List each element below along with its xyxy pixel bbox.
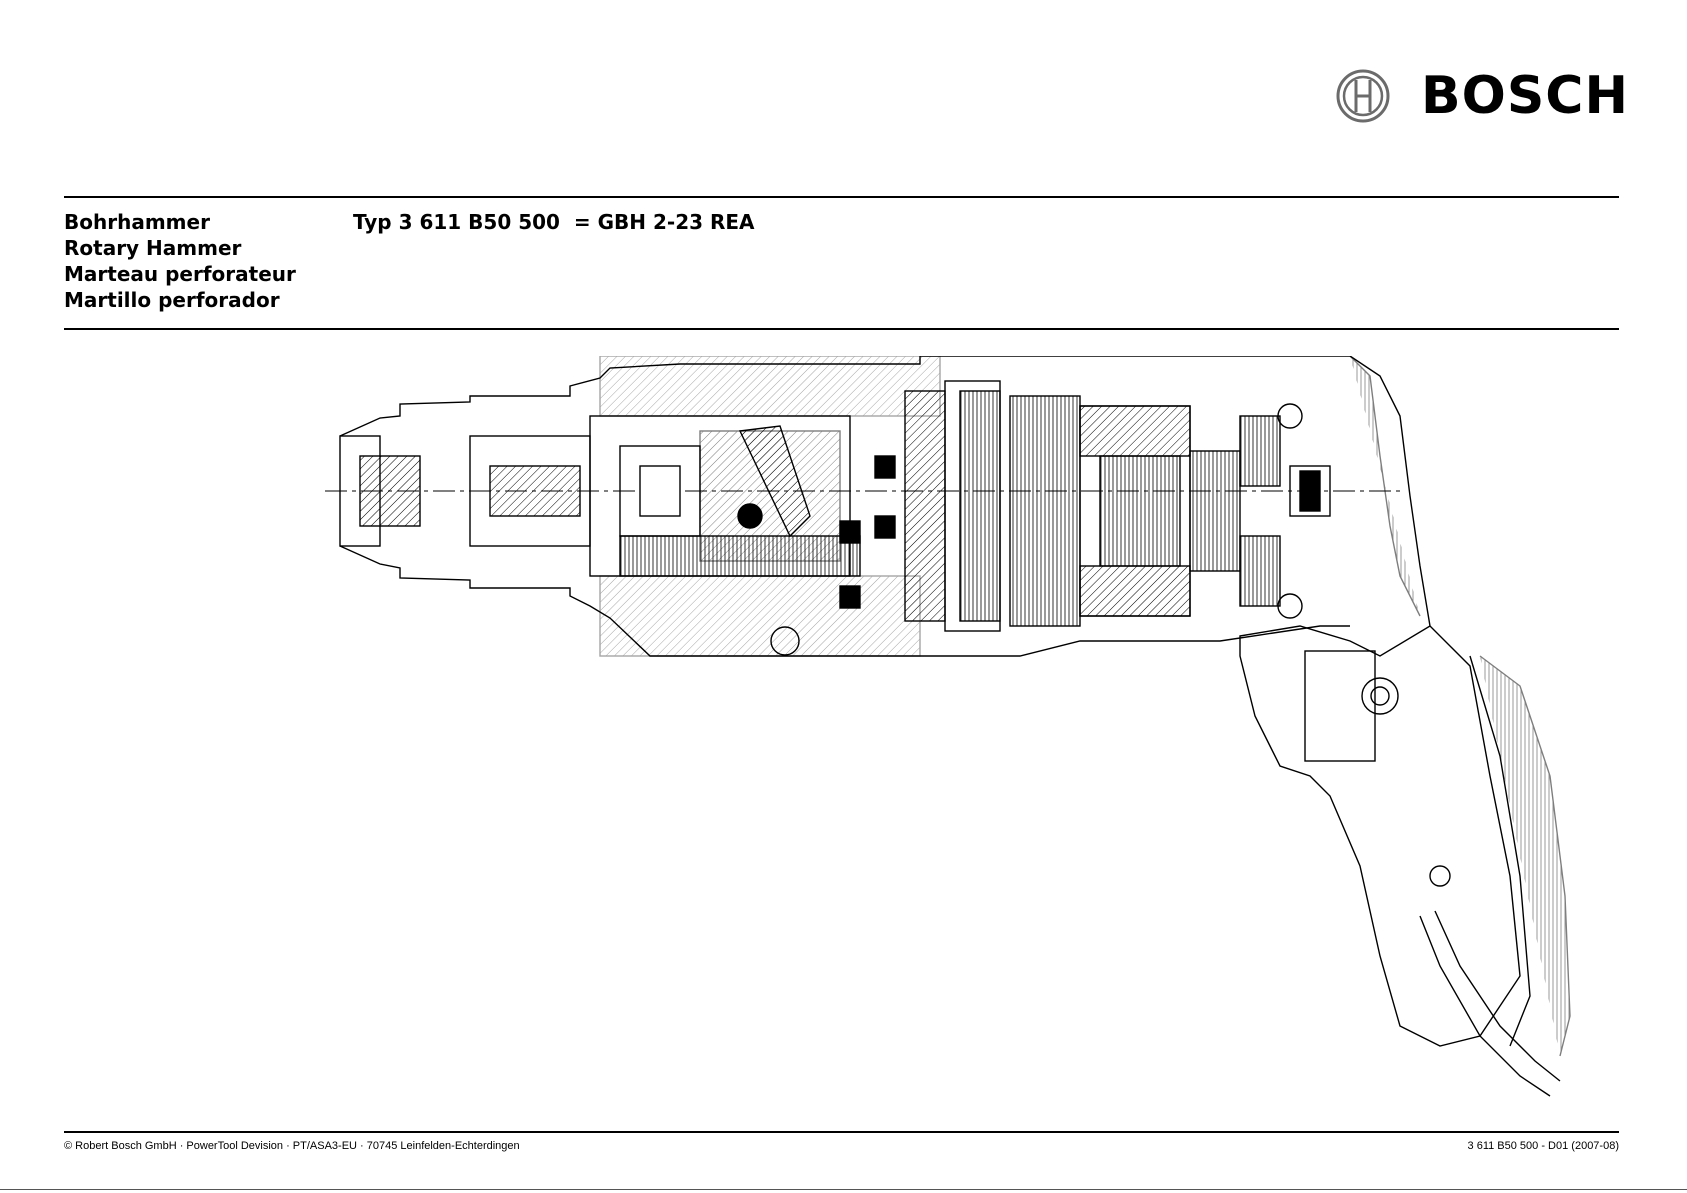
type-designation: Typ 3 611 B50 500 = GBH 2-23 REA — [353, 209, 755, 235]
bosch-logo: BOSCH — [1335, 64, 1629, 128]
page-edge-line — [0, 1189, 1687, 1190]
footer-rule — [64, 1131, 1619, 1133]
document-number: 3 611 B50 500 - D01 (2007-08) — [1468, 1140, 1619, 1152]
rotary-hammer-cross-section-drawing — [320, 356, 1620, 1116]
copyright-note: © Robert Bosch GmbH · PowerTool Devision… — [64, 1140, 520, 1152]
product-name-es: Martillo perforador — [64, 287, 296, 313]
product-names: Bohrhammer Rotary Hammer Marteau perfora… — [64, 209, 296, 313]
brand-wordmark: BOSCH — [1421, 70, 1629, 122]
header-top-rule — [64, 196, 1619, 198]
bosch-armature-icon — [1335, 68, 1391, 124]
product-name-de: Bohrhammer — [64, 209, 296, 235]
header-bottom-rule — [64, 328, 1619, 330]
product-name-en: Rotary Hammer — [64, 235, 296, 261]
product-name-fr: Marteau perforateur — [64, 261, 296, 287]
